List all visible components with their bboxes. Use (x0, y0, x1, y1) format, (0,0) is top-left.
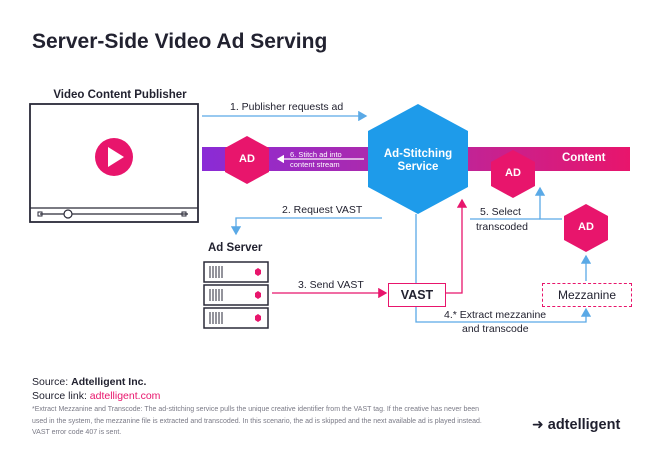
step5-arrow (534, 186, 562, 220)
ad-hexagon-transcoded (564, 204, 608, 252)
source-link-line: Source link: adtelligent.com (32, 390, 160, 402)
mezzanine-box: Mezzanine (542, 283, 632, 307)
source-link[interactable]: adtelligent.com (89, 390, 161, 402)
source-line: Source: Adtelligent Inc. (32, 376, 146, 388)
step2-label: 2. Request VAST (282, 204, 363, 216)
server-rack-icon (203, 261, 269, 329)
content-label: Content (562, 152, 606, 164)
brand-arrow-icon: ➜ (532, 416, 544, 432)
ad-stitching-hexagon (368, 104, 468, 214)
footnote: *Extract Mezzanine and Transcode: The ad… (32, 406, 482, 436)
ad-label-stream: AD (239, 153, 255, 165)
vast-box: VAST (388, 283, 446, 307)
stitching-service-label: Ad-Stitching Service (368, 148, 468, 174)
step1-label: 1. Publisher requests ad (230, 101, 344, 113)
page-title: Server-Side Video Ad Serving (32, 30, 328, 53)
ad-server-label: Ad Server (208, 242, 263, 254)
step4-label-line1: 4.* Extract mezzanine (444, 309, 547, 321)
ad-label-content: AD (505, 167, 521, 179)
ad-hexagon-content (491, 150, 535, 198)
step6-label-line2: content stream (290, 160, 340, 169)
ad-label-transcoded: AD (578, 221, 594, 233)
step5-label-line1: 5. Select (480, 206, 521, 218)
brand-logo: ➜ adtelligent (532, 416, 620, 433)
step2-arrow (230, 217, 382, 236)
source-name: Adtelligent Inc. (71, 376, 147, 388)
publisher-label: Video Content Publisher (53, 89, 187, 101)
brand-name: adtelligent (547, 417, 621, 433)
step4-label-line2: and transcode (462, 323, 529, 335)
source-prefix: Source: (32, 376, 72, 388)
stitching-service-line2: Service (397, 161, 439, 173)
video-player (29, 103, 199, 223)
source-link-prefix: Source link: (32, 390, 90, 402)
step4-arrow (415, 214, 592, 323)
step6-label-line1: 6. Stitch ad into (290, 150, 342, 159)
vast-to-service-arrow (446, 198, 468, 294)
stitching-service-line1: Ad-Stitching (383, 148, 453, 160)
step3-label: 3. Send VAST (298, 279, 364, 291)
ad-hexagon-stream (225, 136, 269, 184)
step5-label-line2: transcoded (476, 221, 528, 233)
